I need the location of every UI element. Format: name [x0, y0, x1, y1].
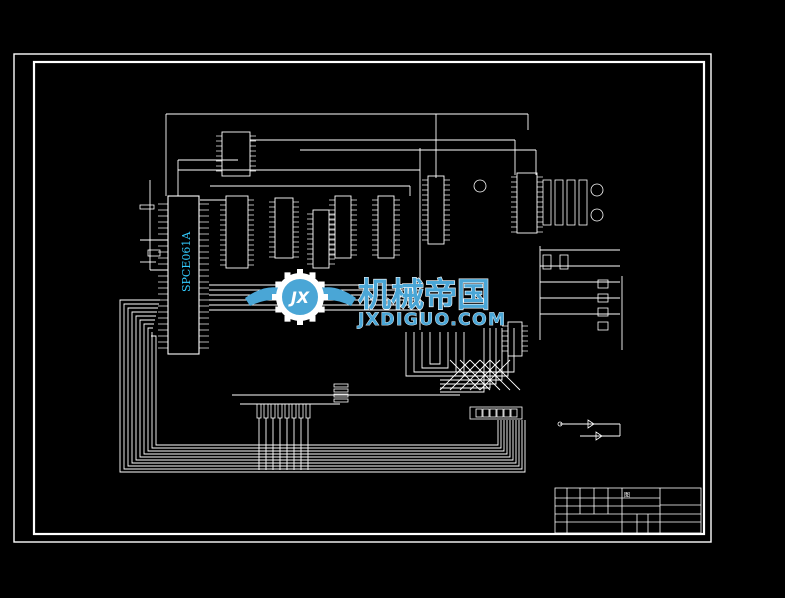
wire	[131, 311, 517, 464]
resistor	[284, 403, 290, 419]
resistor	[256, 403, 262, 419]
gear-tooth	[284, 315, 291, 322]
title-block-label: 图	[624, 492, 630, 499]
wire	[440, 328, 491, 389]
ic-chip	[507, 321, 523, 357]
diode	[587, 419, 595, 429]
ic-chip	[377, 195, 395, 259]
mcu-label: SPCE061A	[180, 231, 193, 292]
connector-pin	[482, 408, 490, 418]
outer-frame	[13, 53, 712, 543]
capacitor	[147, 249, 161, 257]
node	[557, 421, 563, 427]
watermark-title-en: JXDIGUO.COM	[357, 310, 507, 330]
lamp	[590, 208, 604, 222]
inner-frame	[32, 60, 706, 536]
resistor	[270, 403, 276, 419]
gear-tooth	[309, 315, 316, 322]
connector-pin	[475, 408, 483, 418]
title-block	[554, 487, 702, 534]
switch	[597, 321, 609, 331]
wire	[440, 328, 497, 385]
ic-chip	[221, 131, 251, 177]
diode	[595, 431, 603, 441]
resistor	[277, 403, 283, 419]
connector-pin	[489, 408, 497, 418]
pin-marks	[158, 135, 543, 352]
mcu-chip: SPCE061A	[167, 195, 200, 355]
gear-tooth	[318, 281, 325, 288]
gear-tooth	[275, 306, 282, 313]
components	[139, 179, 609, 441]
relay-coil	[542, 179, 552, 226]
resistor	[333, 388, 349, 393]
wire	[119, 299, 526, 473]
wire	[479, 359, 511, 391]
wire	[135, 315, 514, 461]
resistor	[333, 383, 349, 388]
ic-chip	[334, 195, 352, 259]
wire	[421, 332, 449, 369]
resistor	[559, 254, 569, 270]
resistor	[542, 254, 552, 270]
gear-tooth	[297, 319, 303, 325]
wire	[143, 323, 508, 455]
wire	[127, 307, 520, 467]
resistor	[333, 393, 349, 398]
wire	[440, 328, 515, 373]
connector-pin	[496, 408, 504, 418]
wire	[429, 332, 441, 365]
wire	[489, 359, 521, 391]
wire	[147, 327, 505, 452]
motor	[473, 179, 487, 193]
wire	[440, 328, 509, 377]
ic-chip	[427, 175, 445, 245]
watermark: JX 机械帝国 JXDIGUO.COM	[245, 269, 507, 330]
switch	[597, 307, 609, 317]
wire	[151, 335, 499, 446]
watermark-logo: JX	[245, 269, 356, 325]
wire	[413, 332, 457, 373]
relay-coil	[578, 179, 588, 226]
ic-chip-group	[221, 131, 538, 357]
wire	[440, 328, 503, 381]
ic-chip	[225, 195, 249, 269]
wire-network	[119, 113, 623, 473]
ic-chip	[312, 209, 330, 269]
wire	[440, 328, 485, 393]
relay-coil	[566, 179, 576, 226]
ic-chip	[274, 197, 294, 259]
resistor	[305, 403, 311, 419]
resistor	[333, 398, 349, 403]
capacitor	[139, 204, 155, 210]
watermark-title-cn: 机械帝国	[358, 275, 490, 314]
wire	[151, 332, 502, 449]
connector-pin	[503, 408, 511, 418]
wire	[405, 332, 465, 377]
watermark-logo-text: JX	[288, 288, 310, 307]
lamp	[590, 183, 604, 197]
resistor	[263, 403, 269, 419]
ic-chip	[516, 172, 538, 234]
switch	[597, 293, 609, 303]
switch	[597, 279, 609, 289]
gear-tooth	[322, 294, 328, 300]
wire	[123, 303, 523, 470]
gear-tooth	[309, 272, 316, 279]
gear-tooth	[318, 306, 325, 313]
connector	[469, 406, 523, 420]
relay-coil	[554, 179, 564, 226]
resistor	[291, 403, 297, 419]
resistor	[298, 403, 304, 419]
gear-tooth	[297, 269, 303, 275]
gear-tooth	[284, 272, 291, 279]
wire	[139, 319, 511, 458]
gear-tooth	[275, 281, 282, 288]
connector-pin	[510, 408, 518, 418]
gear-tooth	[272, 294, 278, 300]
